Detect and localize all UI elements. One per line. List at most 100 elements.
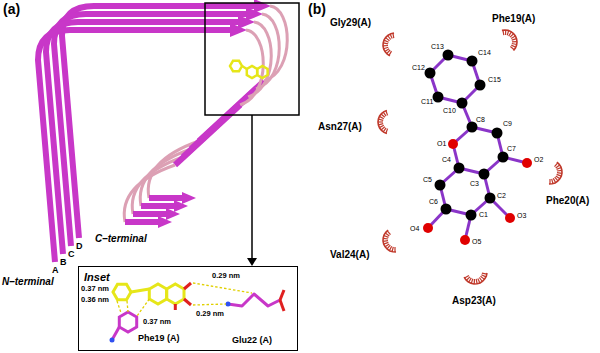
hydrophobic-spoke (392, 247, 393, 252)
beta-strand (38, 30, 232, 262)
hydrophobic-spoke (557, 174, 562, 176)
ligand-stick (230, 61, 242, 71)
hydrophobic-spoke (557, 168, 562, 170)
residue-label: Phe20(A) (546, 196, 589, 206)
loop-coil (124, 165, 175, 222)
hydrophobic-spoke (552, 179, 553, 184)
hydrophobic-spoke (512, 39, 517, 40)
atom-label: C5 (423, 176, 432, 183)
interaction-dash (193, 304, 226, 305)
oxygen-atom (522, 158, 532, 168)
hydrophobic-spoke (385, 244, 389, 247)
hydrophobic-spoke (465, 276, 469, 279)
strand-arrowhead (254, 0, 271, 13)
chain-letter: B (60, 258, 67, 267)
distance-label: 0.29 nm (212, 272, 240, 280)
atom-label: C11 (421, 98, 433, 105)
hydrophobic-spoke (556, 165, 560, 168)
hydrophobic-spoke (383, 42, 388, 44)
hydrophobic-spoke (394, 247, 395, 252)
carbon-atom (425, 68, 436, 79)
hydrophobic-spoke (557, 170, 562, 172)
beta-strand (125, 219, 160, 225)
atom-label: C3 (470, 180, 479, 187)
hydrophobic-spoke (378, 119, 383, 120)
hydrophobic-spoke (557, 172, 562, 174)
terminus-label: N–terminal (2, 277, 54, 287)
carbon-atom (435, 180, 446, 191)
carbon-atom (443, 50, 454, 61)
nitrogen-tip (226, 302, 231, 307)
hydrophobic-arc (502, 30, 517, 51)
nitrogen-tip (110, 338, 115, 343)
strand-arrowhead (238, 15, 255, 29)
atom-label: C14 (478, 49, 491, 56)
glu22-stick (228, 294, 280, 306)
ligand-stick (247, 66, 257, 78)
carbonyl-stick (174, 304, 177, 310)
hydrophobic-spoke (392, 33, 394, 38)
panel-label: (b) (308, 2, 326, 16)
hydrophobic-spoke (481, 275, 486, 277)
interaction-dash (127, 301, 128, 312)
hydrophobic-spoke (479, 278, 482, 282)
hydroxyl-stick (184, 299, 191, 305)
hydrophobic-spoke (384, 40, 389, 42)
beta-strand (62, 6, 256, 238)
hydrophobic-spoke (384, 236, 389, 238)
oxygen-atom (423, 223, 433, 233)
carboxyl-stick (280, 290, 284, 300)
hydrophobic-spoke (474, 279, 475, 284)
atom-label: C8 (476, 116, 485, 123)
hydrophobic-spoke (502, 30, 504, 35)
oxygen-atom (505, 213, 515, 223)
inset-title: Inset (79, 269, 110, 283)
beta-strand (141, 203, 176, 209)
hydroxyl-stick (184, 283, 191, 289)
hydrophobic-spoke (505, 30, 506, 35)
hydrophobic-spoke (388, 36, 391, 40)
carbon-atom (492, 128, 503, 139)
hydrophobic-spoke (555, 177, 558, 181)
hydrophobic-spoke (378, 124, 383, 125)
strand-arrowhead (158, 216, 172, 228)
hydrophobic-arc (549, 162, 562, 184)
hydrophobic-spoke (549, 179, 550, 184)
beta-strand (54, 14, 248, 246)
hydrophobic-spoke (384, 242, 389, 244)
carbon-atom (485, 193, 496, 204)
atom-label: O3 (517, 212, 526, 219)
hydrophobic-spoke (390, 34, 392, 39)
hydrophobic-spoke (387, 231, 390, 235)
atom-label: O4 (410, 225, 419, 232)
terminus-label: C–terminal (95, 234, 147, 244)
hydrophobic-spoke (383, 238, 388, 240)
hydrophobic-spoke (379, 125, 383, 127)
zoom-arrowhead (247, 258, 257, 266)
carbon-atom (479, 169, 490, 180)
hydrophobic-spoke (510, 47, 514, 50)
interaction-dash (117, 301, 121, 313)
hydrophobic-spoke (510, 34, 514, 37)
ligand-stick (242, 66, 247, 69)
beta-strand (133, 211, 168, 217)
atom-label: C7 (507, 145, 516, 152)
ligand-stick (131, 289, 149, 292)
atom-label: C2 (497, 192, 506, 199)
distance-label: 0.36 nm (81, 296, 109, 304)
atom-label: C4 (442, 156, 451, 163)
chain-letter: A (52, 266, 59, 275)
hydrophobic-spoke (466, 277, 470, 280)
hydrophobic-spoke (383, 45, 388, 46)
chain-letter: C (68, 250, 75, 259)
strand-arrowhead (166, 208, 180, 220)
oxygen-atom (460, 235, 470, 245)
hydrophobic-spoke (511, 45, 516, 47)
atom-label: C15 (488, 76, 501, 83)
zoom-arrow (251, 115, 253, 259)
hydrophobic-arc (383, 230, 396, 252)
hydrophobic-spoke (512, 44, 517, 45)
hydrophobic-spoke (476, 279, 478, 284)
chain-letter: D (76, 242, 83, 251)
beta-strand (175, 105, 240, 165)
